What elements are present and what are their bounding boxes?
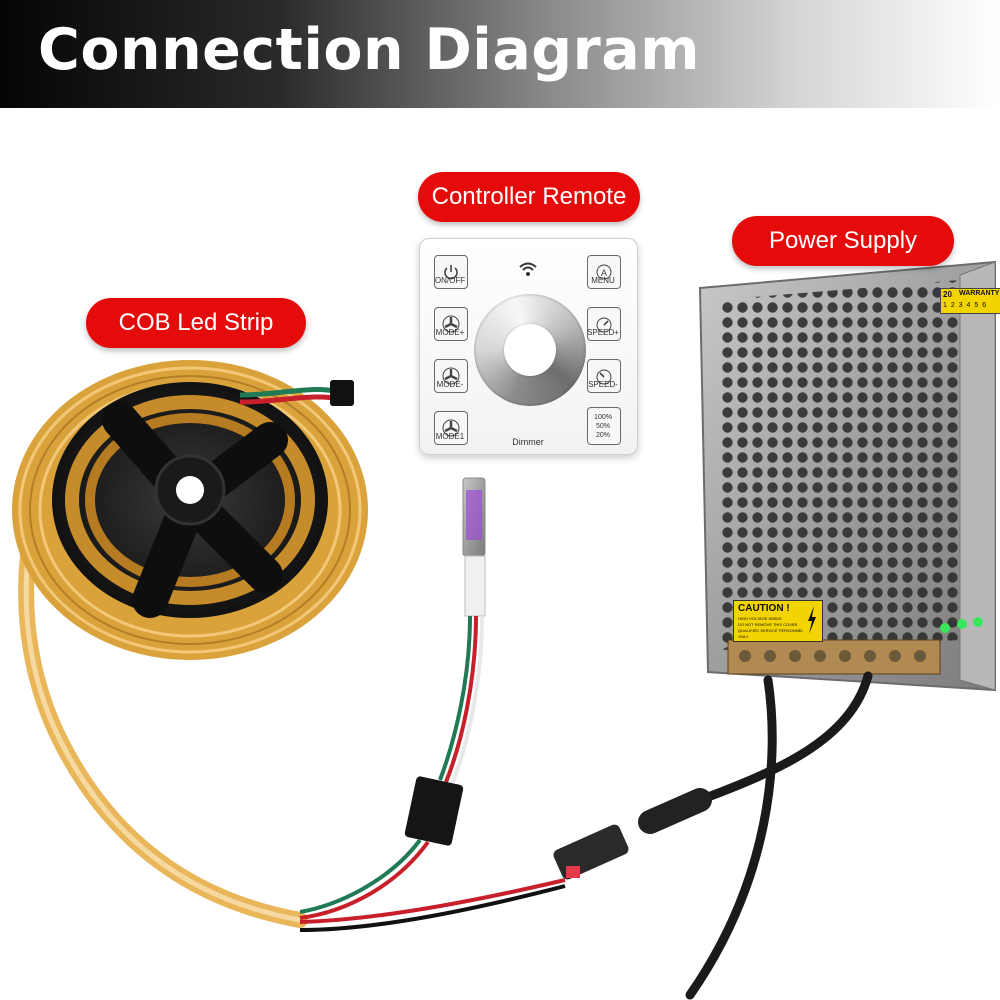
mode1-label: MODE1 bbox=[430, 432, 470, 441]
caution-sticker: CAUTION ! HIGH VOLTAGE INSIDE DO NOT REM… bbox=[733, 600, 823, 642]
psu-status-led bbox=[957, 619, 967, 629]
controller-remote-label: Controller Remote bbox=[418, 172, 640, 222]
caution-text: HIGH VOLTAGE INSIDE DO NOT REMOVE THIS C… bbox=[738, 616, 804, 640]
psu-output-cable bbox=[690, 680, 772, 995]
speed-minus-label: SPEED- bbox=[583, 380, 623, 389]
reel-hub-hole bbox=[176, 476, 204, 504]
warranty-number: 20 bbox=[943, 290, 952, 299]
jst-connector bbox=[404, 776, 464, 847]
psu-status-led bbox=[940, 623, 950, 633]
dimmer-label: Dimmer bbox=[500, 437, 556, 447]
on-off-label: ON/OFF bbox=[430, 276, 470, 285]
psu-vent-holes bbox=[718, 280, 962, 650]
power-supply-label: Power Supply bbox=[732, 216, 954, 266]
controller-module-label bbox=[466, 490, 482, 540]
mode-minus-label: MODE- bbox=[430, 380, 470, 389]
brightness-100: 100% bbox=[585, 413, 621, 422]
cob-led-strip-reel bbox=[12, 360, 368, 920]
speed-plus-label: SPEED+ bbox=[583, 328, 623, 337]
menu-label: MENU bbox=[583, 276, 623, 285]
brightness-20: 20% bbox=[585, 431, 621, 440]
controller-heatshrink bbox=[465, 556, 485, 616]
dc-female-connector bbox=[552, 823, 631, 882]
brightness-levels: 100% 50% 20% bbox=[585, 413, 621, 440]
warranty-text: WARRANTY bbox=[959, 290, 999, 297]
brightness-50: 50% bbox=[585, 422, 621, 431]
dimmer-touch-wheel[interactable] bbox=[474, 294, 586, 406]
lightning-bolt-icon bbox=[806, 605, 818, 635]
caution-title: CAUTION ! bbox=[738, 603, 790, 614]
strip-jst-connector bbox=[330, 380, 354, 406]
psu-status-led bbox=[973, 617, 983, 627]
controller-remote: ON/OFF MODE+ MODE- MODE1 A MENU SPEED+ S… bbox=[419, 238, 638, 455]
mode-plus-label: MODE+ bbox=[430, 328, 470, 337]
dimmer-wheel-center bbox=[504, 324, 556, 376]
warranty-sticker: 20 WARRANTY 1 2 3 4 5 6 bbox=[940, 288, 1000, 314]
caution-line: QUALIFIED SERVICE PERSONNEL ONLY bbox=[738, 628, 804, 640]
dc-connector-button bbox=[566, 866, 580, 878]
warranty-months: 1 2 3 4 5 6 bbox=[943, 302, 987, 309]
wifi-icon bbox=[518, 261, 538, 277]
cob-led-strip-label: COB Led Strip bbox=[86, 298, 306, 348]
dc-barrel-jack bbox=[650, 800, 700, 822]
psu-terminal-block bbox=[728, 640, 940, 674]
psu-dc-cable bbox=[700, 676, 868, 800]
